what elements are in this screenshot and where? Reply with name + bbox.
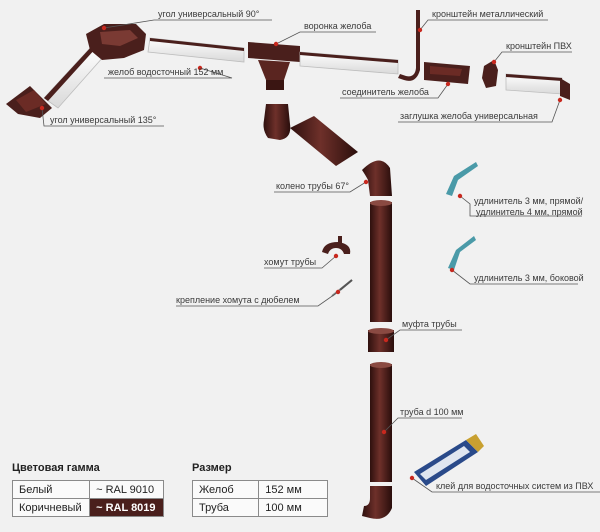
extender-side-part <box>448 236 476 270</box>
size-table: Желоб 152 мм Труба 100 мм <box>192 480 328 517</box>
label-extender-straight: удлинитель 3 мм, прямой/ удлинитель 4 мм… <box>474 196 586 217</box>
label-glue: клей для водосточных систем из ПВХ <box>436 481 593 491</box>
corner-135-part <box>6 86 52 118</box>
color-table: Белый ~ RAL 9010 Коричневый ~ RAL 8019 <box>12 480 164 517</box>
size-row-pipe: Труба 100 мм <box>193 499 328 517</box>
label-gutter: желоб водосточный 152 мм <box>108 67 223 77</box>
metal-bracket-part <box>398 10 420 81</box>
clamp-part <box>322 236 350 254</box>
label-corner-135: угол универсальный 135° <box>50 115 157 125</box>
gutter-right-part <box>300 52 398 74</box>
clamp-anchor-part <box>332 280 352 296</box>
gutter-diagonal-part <box>44 46 104 108</box>
glue-tube-part <box>414 434 484 486</box>
color-value: ~ RAL 9010 <box>90 481 164 499</box>
upper-pipe-part <box>370 200 392 322</box>
label-endcap: заглушка желоба универсальная <box>400 111 538 121</box>
label-corner-90: угол универсальный 90° <box>158 9 260 19</box>
gutter-straight-part <box>148 38 244 62</box>
lower-pipe-part <box>370 362 392 482</box>
label-coupling: муфта трубы <box>402 319 457 329</box>
label-elbow-67: колено трубы 67° <box>276 181 349 191</box>
connector-part <box>424 62 470 84</box>
size-table-title: Размер <box>192 462 232 474</box>
size-value: 100 мм <box>259 499 328 517</box>
drop-elbow-part <box>264 104 291 140</box>
endcap-part <box>506 74 570 100</box>
diagonal-pipe-part <box>290 116 358 166</box>
extender-straight-part <box>446 162 478 196</box>
label-bracket-pvc: кронштейн ПВХ <box>506 41 572 51</box>
color-table-title: Цветовая гамма <box>12 462 100 474</box>
color-name: Коричневый <box>13 499 90 517</box>
pvc-bracket-part <box>482 60 498 88</box>
label-connector: соединитель желоба <box>342 87 429 97</box>
elbow-67-part <box>362 160 392 196</box>
size-name: Желоб <box>193 481 259 499</box>
size-value: 152 мм <box>259 481 328 499</box>
leader-dots <box>40 26 562 480</box>
color-value: ~ RAL 8019 <box>90 499 164 517</box>
color-row-brown: Коричневый ~ RAL 8019 <box>13 499 164 517</box>
label-pipe: труба d 100 мм <box>400 407 463 417</box>
label-clamp-anchor: крепление хомута с дюбелем <box>176 295 300 305</box>
label-bracket-metal: кронштейн металлический <box>432 9 543 19</box>
extender-straight-line-1: удлинитель 3 мм, прямой/ <box>474 196 584 206</box>
label-clamp: хомут трубы <box>264 257 316 267</box>
label-funnel: воронка желоба <box>304 21 371 31</box>
outlet-part <box>362 486 392 519</box>
size-name: Труба <box>193 499 259 517</box>
size-row-gutter: Желоб 152 мм <box>193 481 328 499</box>
funnel-part <box>248 42 300 90</box>
color-row-white: Белый ~ RAL 9010 <box>13 481 164 499</box>
coupling-part <box>368 328 394 352</box>
label-extender-side: удлинитель 3 мм, боковой <box>474 273 584 283</box>
extender-straight-line-2: удлинитель 4 мм, прямой <box>476 207 583 217</box>
color-name: Белый <box>13 481 90 499</box>
